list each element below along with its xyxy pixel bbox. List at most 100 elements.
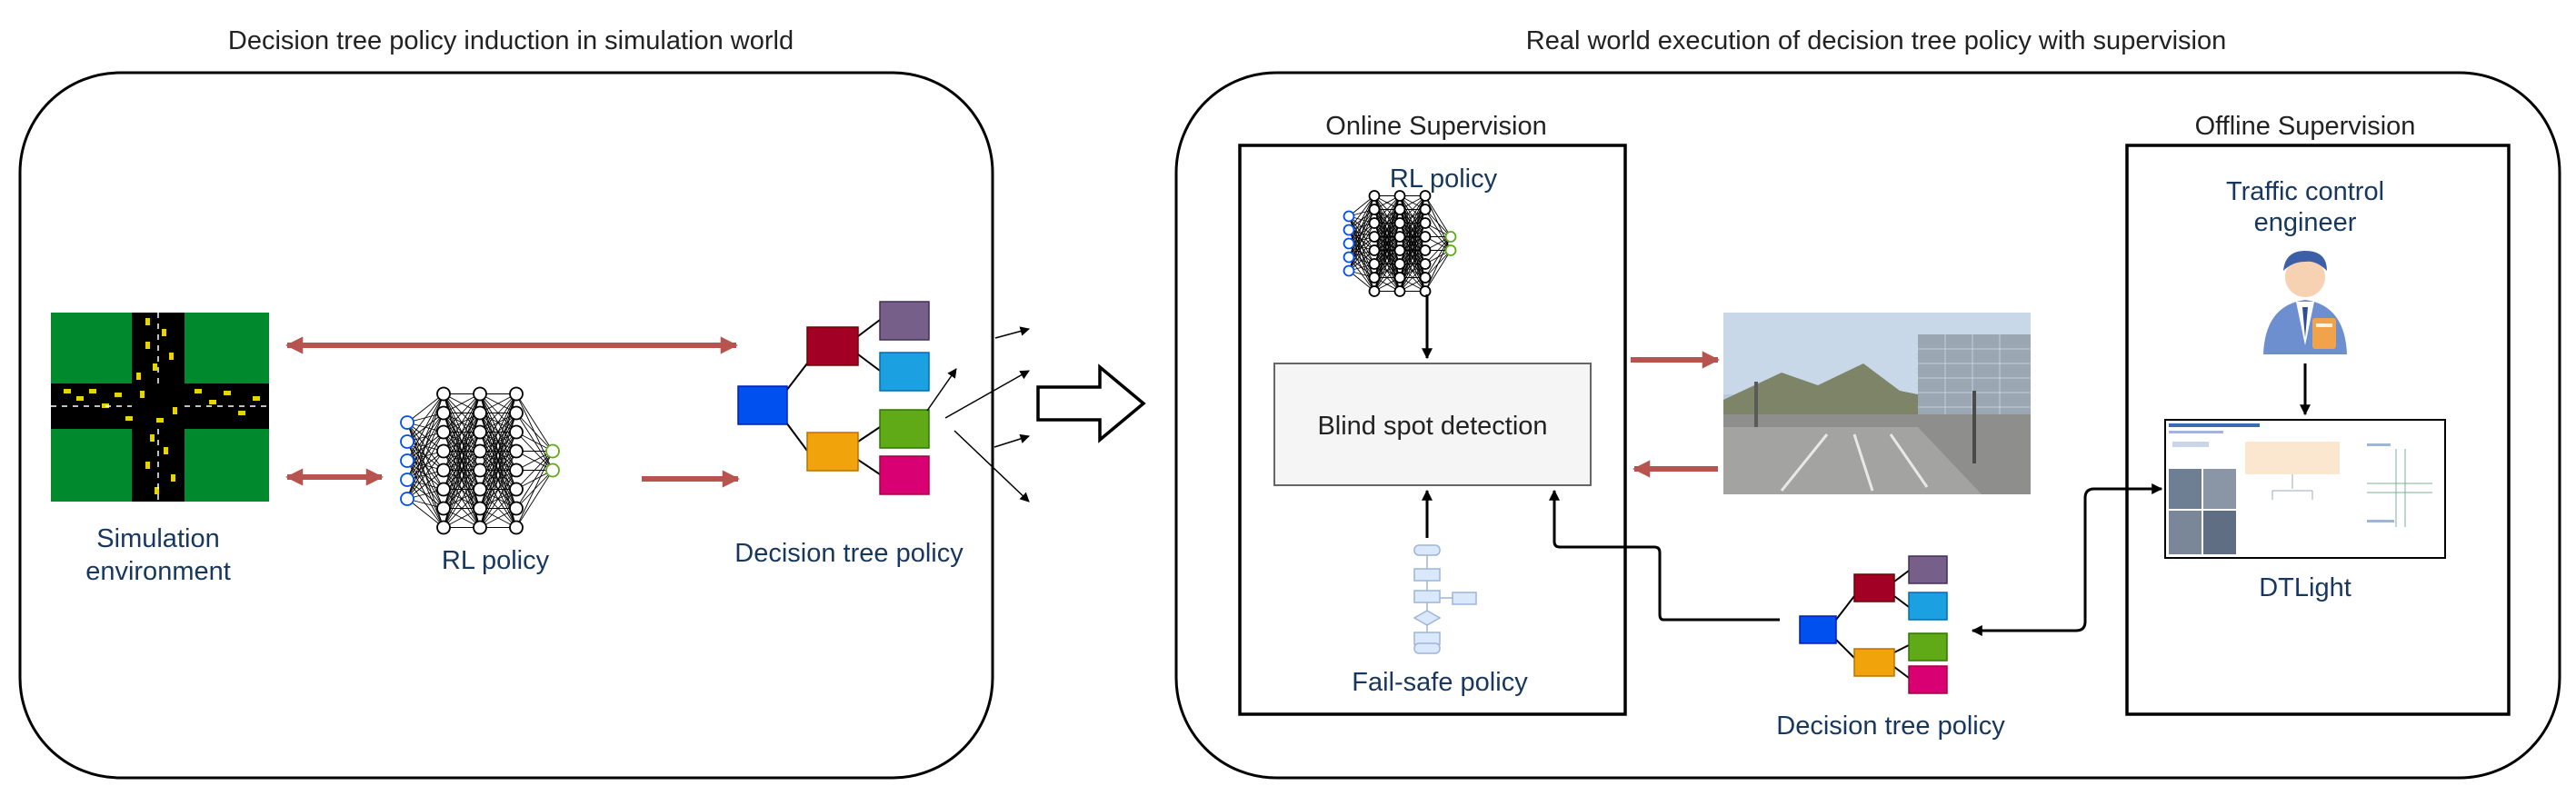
dtlight-tree-bidirectional-connector: [1971, 483, 2163, 636]
network-edge: [1424, 236, 1452, 264]
network-node: [400, 415, 414, 430]
network-node: [473, 405, 487, 421]
network-edge: [479, 393, 517, 452]
network-edge: [479, 393, 517, 433]
network-node: [509, 520, 524, 535]
network-edge: [515, 451, 554, 528]
failsafe-flowchart-icon: [1413, 544, 1477, 654]
network-edge: [443, 393, 481, 471]
network-node: [1393, 244, 1406, 256]
network-edge: [515, 451, 554, 509]
network-edge: [406, 413, 444, 500]
network-node: [436, 520, 451, 535]
network-node: [1444, 244, 1457, 256]
network-node: [545, 443, 560, 459]
network-node: [509, 463, 524, 478]
network-node: [1393, 285, 1406, 297]
network-edge: [1399, 264, 1426, 292]
network-edge: [1373, 264, 1401, 292]
network-edge: [1399, 195, 1426, 224]
network-node: [509, 501, 524, 516]
network-edge: [1373, 195, 1401, 251]
tree-to-blindspot-connector: [1549, 489, 1780, 622]
network-edge: [443, 451, 481, 528]
network-node: [400, 453, 414, 468]
network-node: [436, 501, 451, 516]
network-edge: [406, 470, 444, 500]
network-node: [509, 443, 524, 459]
dtlight-label: DTLight: [2259, 573, 2351, 602]
network-edge: [1399, 195, 1426, 237]
network-edge: [479, 393, 517, 471]
network-node: [1419, 204, 1432, 215]
network-node: [1368, 204, 1381, 215]
blind-spot-detection-label: Blind spot detection: [1317, 412, 1547, 441]
failsafe-policy-label: Fail-safe policy: [1352, 668, 1528, 697]
network-node: [1419, 190, 1432, 202]
network-node: [1343, 251, 1355, 264]
network-edge: [515, 470, 554, 528]
network-node: [1343, 224, 1355, 236]
right-panel: Real world execution of decision tree po…: [1174, 26, 2561, 780]
network-node: [1393, 190, 1406, 202]
network-node: [1343, 237, 1355, 250]
network-node: [1419, 285, 1432, 297]
right-panel-frame: [1174, 71, 2561, 780]
network-node: [1343, 264, 1355, 277]
network-node: [1368, 285, 1381, 297]
transfer-arrow: [1036, 363, 1146, 443]
engineer-label-line1: Traffic control: [2226, 177, 2384, 206]
network-edge: [1373, 195, 1401, 237]
network-edge: [443, 489, 481, 528]
network-edge: [515, 451, 554, 490]
left-panel: Decision tree policy induction in simula…: [18, 26, 1031, 780]
simulation-environment-image: [51, 313, 269, 502]
engineer-label-line2: engineer: [2254, 208, 2357, 237]
decision-tree-icon: [737, 301, 930, 495]
network-edge: [1348, 195, 1375, 244]
network-edge: [479, 451, 517, 528]
rl-network-icon: [400, 386, 560, 535]
network-node: [1419, 244, 1432, 256]
network-node: [1368, 258, 1381, 270]
dtlight-screenshot: [2164, 419, 2446, 559]
tree-output-arrows: [926, 326, 1031, 502]
network-edge: [515, 393, 554, 452]
network-edge: [1348, 223, 1375, 272]
network-edge: [1424, 236, 1452, 292]
network-node: [436, 482, 451, 497]
network-node: [1419, 231, 1432, 243]
network-edge: [406, 393, 444, 481]
right-decision-tree-icon: [1799, 555, 1948, 694]
offline-supervision-box: [2125, 144, 2511, 716]
network-node: [473, 443, 487, 459]
street-view-photo: [1723, 313, 2031, 494]
network-edge: [406, 393, 444, 443]
simulation-label-line1: Simulation: [96, 524, 219, 553]
online-rl-policy-label: RL policy: [1390, 164, 1498, 194]
network-edge: [1373, 236, 1401, 292]
network-edge: [406, 498, 444, 528]
blind-spot-detection-box: [1273, 363, 1592, 486]
network-node: [1368, 231, 1381, 243]
network-node: [1444, 231, 1457, 243]
network-node: [1393, 231, 1406, 243]
network-node: [545, 463, 560, 478]
network-edge: [1424, 250, 1452, 292]
network-edge: [406, 451, 444, 500]
network-edge: [406, 393, 444, 423]
offline-supervision-title: Offline Supervision: [2195, 112, 2416, 141]
network-edge: [443, 393, 481, 452]
online-supervision-box: [1238, 144, 1627, 716]
network-edge: [479, 470, 517, 528]
network-node: [436, 463, 451, 478]
network-node: [1393, 204, 1406, 215]
network-edge: [443, 393, 481, 433]
network-node: [509, 482, 524, 497]
network-node: [1393, 217, 1406, 229]
network-edge: [1424, 236, 1452, 278]
right-dt-policy-label: Decision tree policy: [1776, 711, 2005, 741]
network-edge: [1373, 250, 1401, 292]
network-node: [1393, 258, 1406, 270]
